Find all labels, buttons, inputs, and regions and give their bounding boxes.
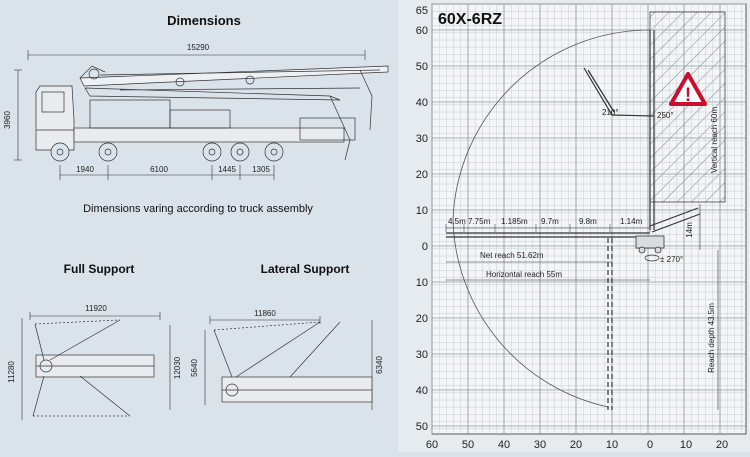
reach-depth-label: Reach depth 43.5m <box>707 303 716 373</box>
height-14-label: 14m <box>685 222 694 238</box>
section-length: 9.7m <box>541 217 559 226</box>
dimensions-drawing: Dimensions 15290 3960 <box>3 13 389 420</box>
model-title: 60X-6RZ <box>438 11 502 28</box>
net-reach-label: Net reach 51.62m <box>480 251 544 260</box>
full-support-height-left: 11280 <box>7 361 16 383</box>
y-tick: 30 <box>416 133 428 145</box>
lateral-support-top-view <box>213 321 373 403</box>
x-axis-ticks: 60 50 40 30 20 10 0 10 20 <box>426 439 728 451</box>
x-tick: 0 <box>647 439 653 451</box>
y-tick: 10 <box>416 277 428 289</box>
y-tick: 60 <box>416 25 428 37</box>
x-tick: 50 <box>462 439 474 451</box>
truck-side-view <box>35 65 389 162</box>
section-ticks <box>445 224 651 232</box>
rotation-icon <box>644 254 660 262</box>
lateral-support-width: 11860 <box>254 309 276 318</box>
x-tick: 20 <box>570 439 582 451</box>
section-length: 4.5m <box>448 217 466 226</box>
y-tick: 50 <box>416 421 428 433</box>
full-support-width: 11920 <box>85 304 107 313</box>
x-tick: 60 <box>426 439 438 451</box>
y-tick: 30 <box>416 349 428 361</box>
y-tick: 50 <box>416 61 428 73</box>
height-label: 3960 <box>3 111 12 129</box>
x-tick: 40 <box>498 439 510 451</box>
lateral-support-title: Lateral Support <box>261 262 350 276</box>
y-tick: 65 <box>416 5 428 17</box>
y-tick: 10 <box>416 205 428 217</box>
angle-250-label: 250° <box>657 111 674 120</box>
vertical-reach-label: Vertical reach 60m <box>710 107 719 174</box>
x-tick: 30 <box>534 439 546 451</box>
truck-plot-icon <box>635 235 665 254</box>
lateral-support-height-left: 5640 <box>190 359 199 377</box>
section-length: 7.75m <box>468 217 491 226</box>
y-tick: 20 <box>416 169 428 181</box>
axle-dim-2: 6100 <box>150 165 168 174</box>
svg-text:!: ! <box>685 85 691 106</box>
total-length-label: 15290 <box>187 43 210 52</box>
section-lengths: 4.5m 7.75m 1.185m 9.7m 9.8m 1.14m <box>448 217 643 226</box>
reach-envelope <box>452 29 651 408</box>
vertical-reach-zone <box>649 11 726 203</box>
axle-dim-3: 1445 <box>218 165 236 174</box>
full-support-top-view <box>32 319 155 417</box>
warning-sign-icon: ! <box>669 72 707 106</box>
x-tick: 20 <box>716 439 728 451</box>
axle-dim-4: 1305 <box>252 165 270 174</box>
y-tick: 20 <box>416 313 428 325</box>
boom-geometry <box>446 30 701 410</box>
horizontal-reach-label: Horizontal reach 55m <box>486 270 562 279</box>
axle-dimensions <box>59 165 275 180</box>
working-range-diagram: ! 60X-6RZ 65 60 50 40 30 20 10 0 10 20 3… <box>416 3 747 451</box>
section-length: 1.14m <box>620 217 643 226</box>
axle-dim-1: 1940 <box>76 165 94 174</box>
dimensions-panel: Dimensions 15290 3960 <box>3 13 389 420</box>
full-support-height-right: 12030 <box>173 356 182 379</box>
total-length-dimension <box>27 50 366 60</box>
rotation-label: ± 270° <box>660 255 683 264</box>
section-length: 9.8m <box>579 217 597 226</box>
y-tick: 0 <box>422 241 428 253</box>
dimensions-title: Dimensions <box>167 13 241 28</box>
angle-210-label: 210° <box>602 108 619 117</box>
full-support-title: Full Support <box>64 262 135 276</box>
section-length: 1.185m <box>501 217 528 226</box>
x-tick: 10 <box>680 439 692 451</box>
y-tick: 40 <box>416 385 428 397</box>
full-support-dimensions <box>21 312 171 420</box>
lateral-support-height-right: 6340 <box>375 356 384 374</box>
y-axis-ticks: 65 60 50 40 30 20 10 0 10 20 30 40 50 <box>416 5 428 433</box>
x-tick: 10 <box>606 439 618 451</box>
dimensions-note: Dimensions varing according to truck ass… <box>83 203 313 215</box>
height-dimension <box>14 69 22 161</box>
working-range-panel: ! 60X-6RZ 65 60 50 40 30 20 10 0 10 20 3… <box>398 0 750 452</box>
y-tick: 40 <box>416 97 428 109</box>
